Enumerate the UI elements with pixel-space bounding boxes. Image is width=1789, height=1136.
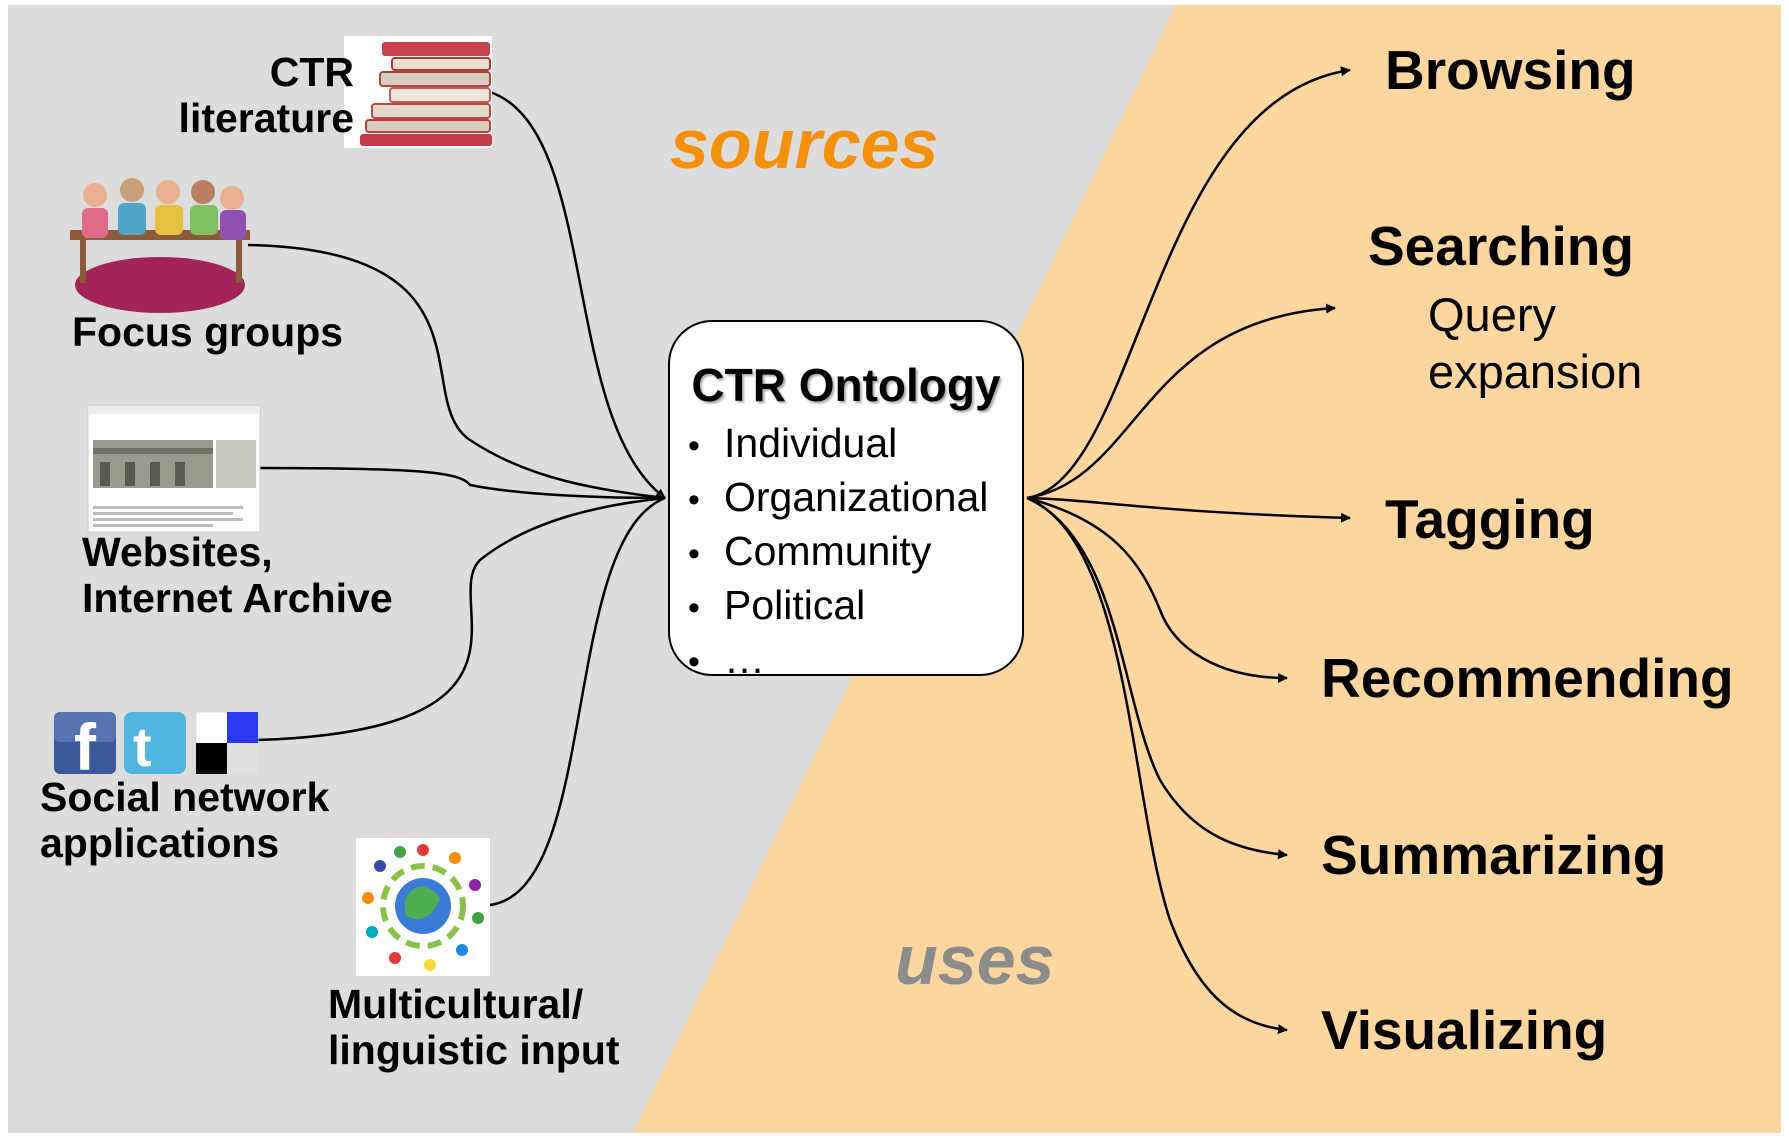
use-tagging-label: Tagging xyxy=(1385,488,1595,550)
connector-multicultural xyxy=(489,496,666,907)
ontology-item-text: Individual xyxy=(724,420,898,466)
ontology-item-text: Organizational xyxy=(724,474,989,520)
bullet: • xyxy=(688,589,700,627)
bullet: • xyxy=(688,643,700,681)
globe-people-icon xyxy=(356,838,490,976)
svg-text:f: f xyxy=(74,710,97,784)
searching-sub-line-2: expansion xyxy=(1428,345,1643,399)
connector-browsing xyxy=(1026,66,1351,500)
searching-sub-line-1: Query xyxy=(1428,288,1556,341)
multicultural-line-1: Multicultural/ xyxy=(328,981,584,1027)
focus-group-icon xyxy=(70,178,250,313)
website-screenshot-icon xyxy=(87,405,261,533)
uses-heading: uses xyxy=(895,921,1055,999)
delicious-icon xyxy=(195,711,259,775)
bullet: • xyxy=(688,535,700,573)
source-ctr-literature-label: CTR literature xyxy=(174,49,354,142)
facebook-icon: f xyxy=(54,710,116,784)
use-browsing-label: Browsing xyxy=(1385,39,1636,101)
connector-searching xyxy=(1026,303,1336,500)
multicultural-line-2: linguistic input xyxy=(328,1026,620,1073)
websites-line-1: Websites, xyxy=(82,529,273,575)
use-recommending-label: Recommending xyxy=(1321,647,1734,709)
sources-heading: sources xyxy=(670,105,939,183)
ctr-literature-line-1: CTR xyxy=(269,49,354,95)
websites-line-2: Internet Archive xyxy=(82,574,393,621)
use-summarizing-label: Summarizing xyxy=(1321,824,1667,886)
ontology-item-text: Community xyxy=(724,528,932,574)
connector-focus-groups xyxy=(247,243,666,500)
connector-social-network xyxy=(257,496,666,742)
source-focus-groups-label: Focus groups xyxy=(72,309,344,356)
connector-ctr-literature xyxy=(489,90,666,500)
source-social-network-label: Social network applications xyxy=(40,774,330,867)
ctr-ontology-box: CTR Ontology • Individual • Organizational… xyxy=(668,320,1024,682)
ontology-item: • Political xyxy=(688,580,988,634)
connector-websites xyxy=(257,466,666,500)
connector-recommending xyxy=(1026,496,1288,683)
books-icon xyxy=(344,36,492,148)
bullet: • xyxy=(688,427,700,465)
social-network-line-2: applications xyxy=(40,819,280,866)
social-network-line-1: Social network xyxy=(40,774,330,820)
ontology-item-text: Political xyxy=(724,582,866,628)
connector-visualizing xyxy=(1026,496,1288,1035)
ontology-item: • Organizational xyxy=(688,472,988,526)
svg-text:t: t xyxy=(133,715,152,778)
ctr-ontology-list: • Individual • Organizational • Community •… xyxy=(688,418,988,688)
ctr-literature-line-2: literature xyxy=(178,94,354,141)
uses-background xyxy=(633,5,1781,1133)
ontology-item: •… xyxy=(688,634,988,688)
ontology-item-text: … xyxy=(724,636,765,682)
use-searching-label: Searching xyxy=(1368,215,1634,277)
use-visualizing-label: Visualizing xyxy=(1321,999,1608,1061)
use-searching-sublabel: Query expansion xyxy=(1428,286,1642,401)
ontology-item: • Individual xyxy=(688,418,988,472)
bullet: • xyxy=(688,481,700,519)
ontology-item: • Community xyxy=(688,526,988,580)
twitter-icon: t xyxy=(124,712,186,778)
connector-summarizing xyxy=(1026,496,1288,860)
source-multicultural-label: Multicultural/ linguistic input xyxy=(328,981,620,1074)
focus-groups-line-1: Focus groups xyxy=(72,309,344,355)
connector-tagging xyxy=(1026,496,1351,523)
source-websites-label: Websites, Internet Archive xyxy=(82,529,393,622)
ctr-ontology-title: CTR Ontology xyxy=(691,359,1001,411)
